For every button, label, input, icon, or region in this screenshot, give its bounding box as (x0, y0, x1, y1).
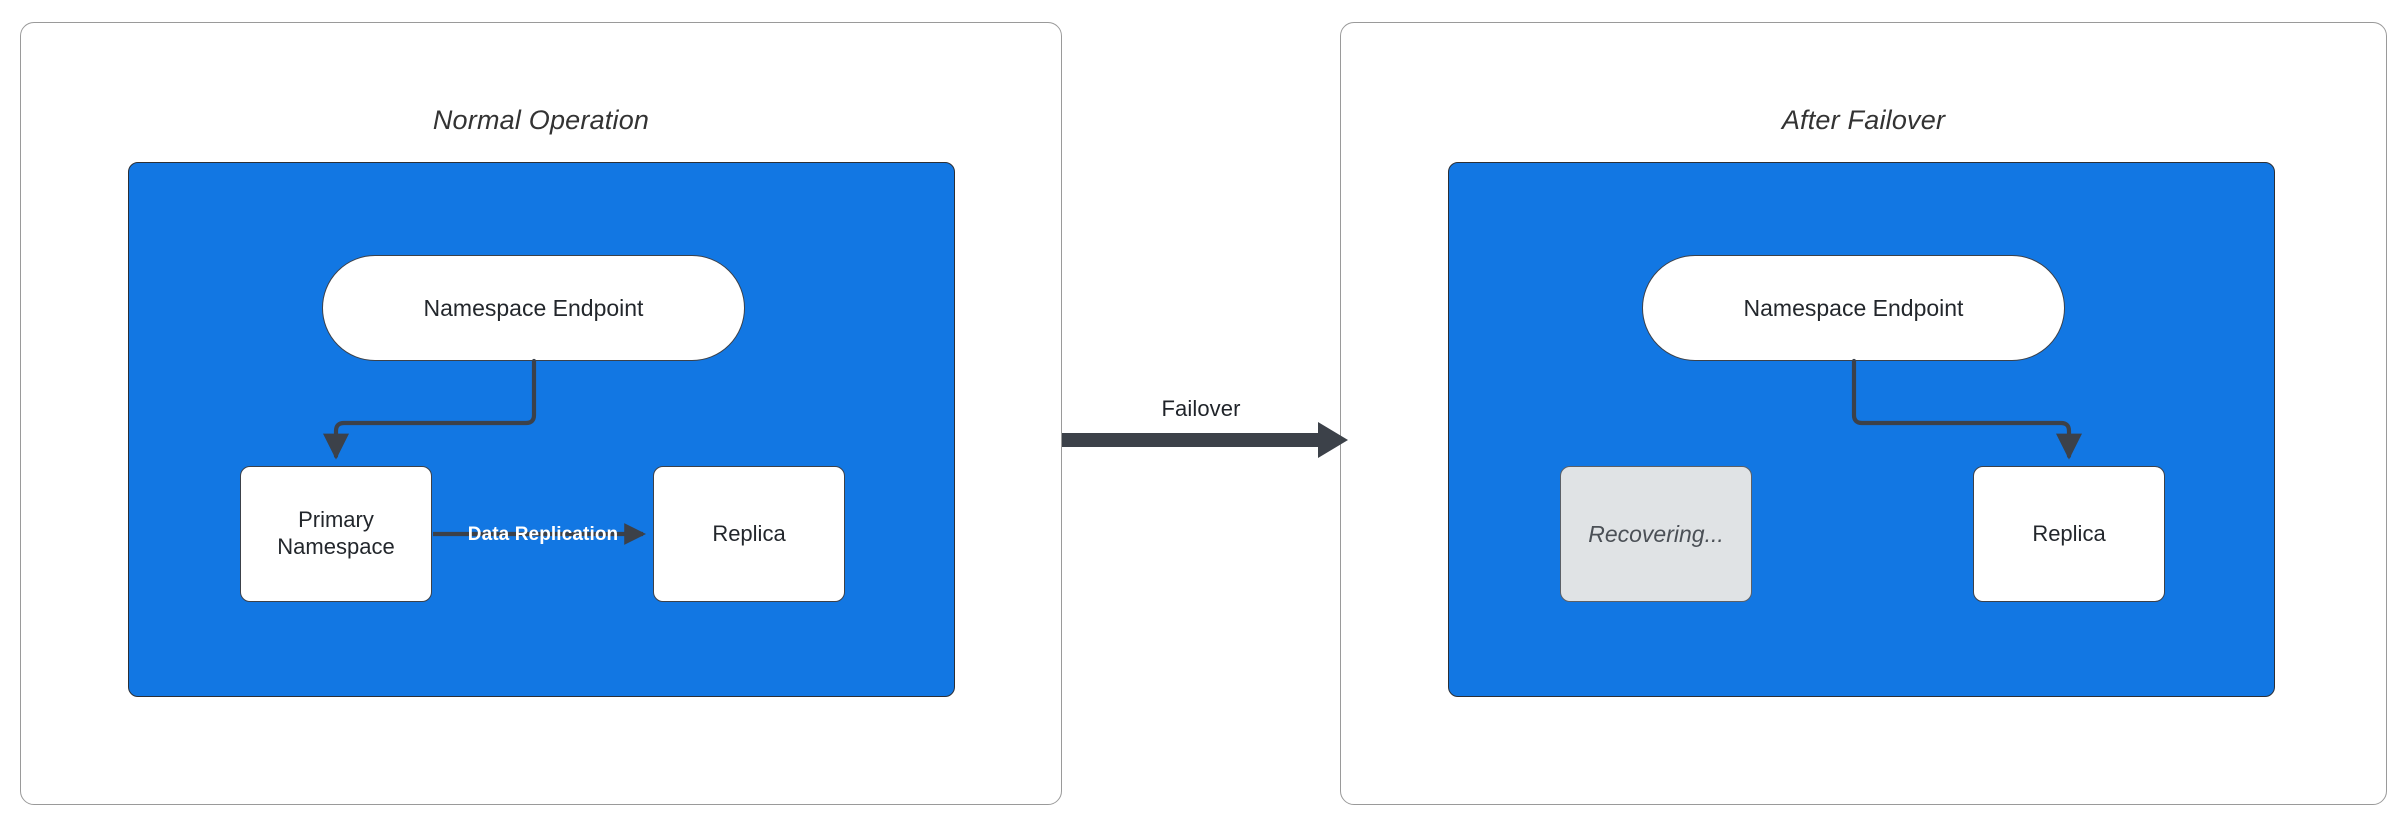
node-label: Replica (712, 520, 786, 546)
node-label-line1: Primary (298, 507, 374, 533)
node-label: Namespace Endpoint (423, 294, 644, 321)
node-label-line2: Namespace (277, 534, 395, 559)
node-replica-left[interactable]: Replica (653, 466, 845, 602)
region-normal-operation (128, 162, 955, 697)
panel-title-normal-operation: Normal Operation (432, 105, 650, 135)
edge-label-failover: Failover (1161, 396, 1241, 421)
edge-label-data-replication: Data Replication (467, 524, 619, 545)
node-label: Primary Namespace (277, 507, 394, 561)
node-recovering[interactable]: Recovering... (1560, 466, 1752, 602)
node-namespace-endpoint-right[interactable]: Namespace Endpoint (1642, 255, 2065, 361)
node-namespace-endpoint-left[interactable]: Namespace Endpoint (322, 255, 745, 361)
edge-failover-transition (1062, 422, 1348, 458)
node-label: Namespace Endpoint (1743, 294, 1964, 321)
node-primary-namespace[interactable]: Primary Namespace (240, 466, 432, 602)
node-label: Recovering... (1588, 520, 1724, 547)
node-label: Replica (2032, 520, 2106, 546)
panel-title-after-failover: After Failover (1781, 105, 1946, 135)
region-after-failover (1448, 162, 2275, 697)
node-replica-right[interactable]: Replica (1973, 466, 2165, 602)
